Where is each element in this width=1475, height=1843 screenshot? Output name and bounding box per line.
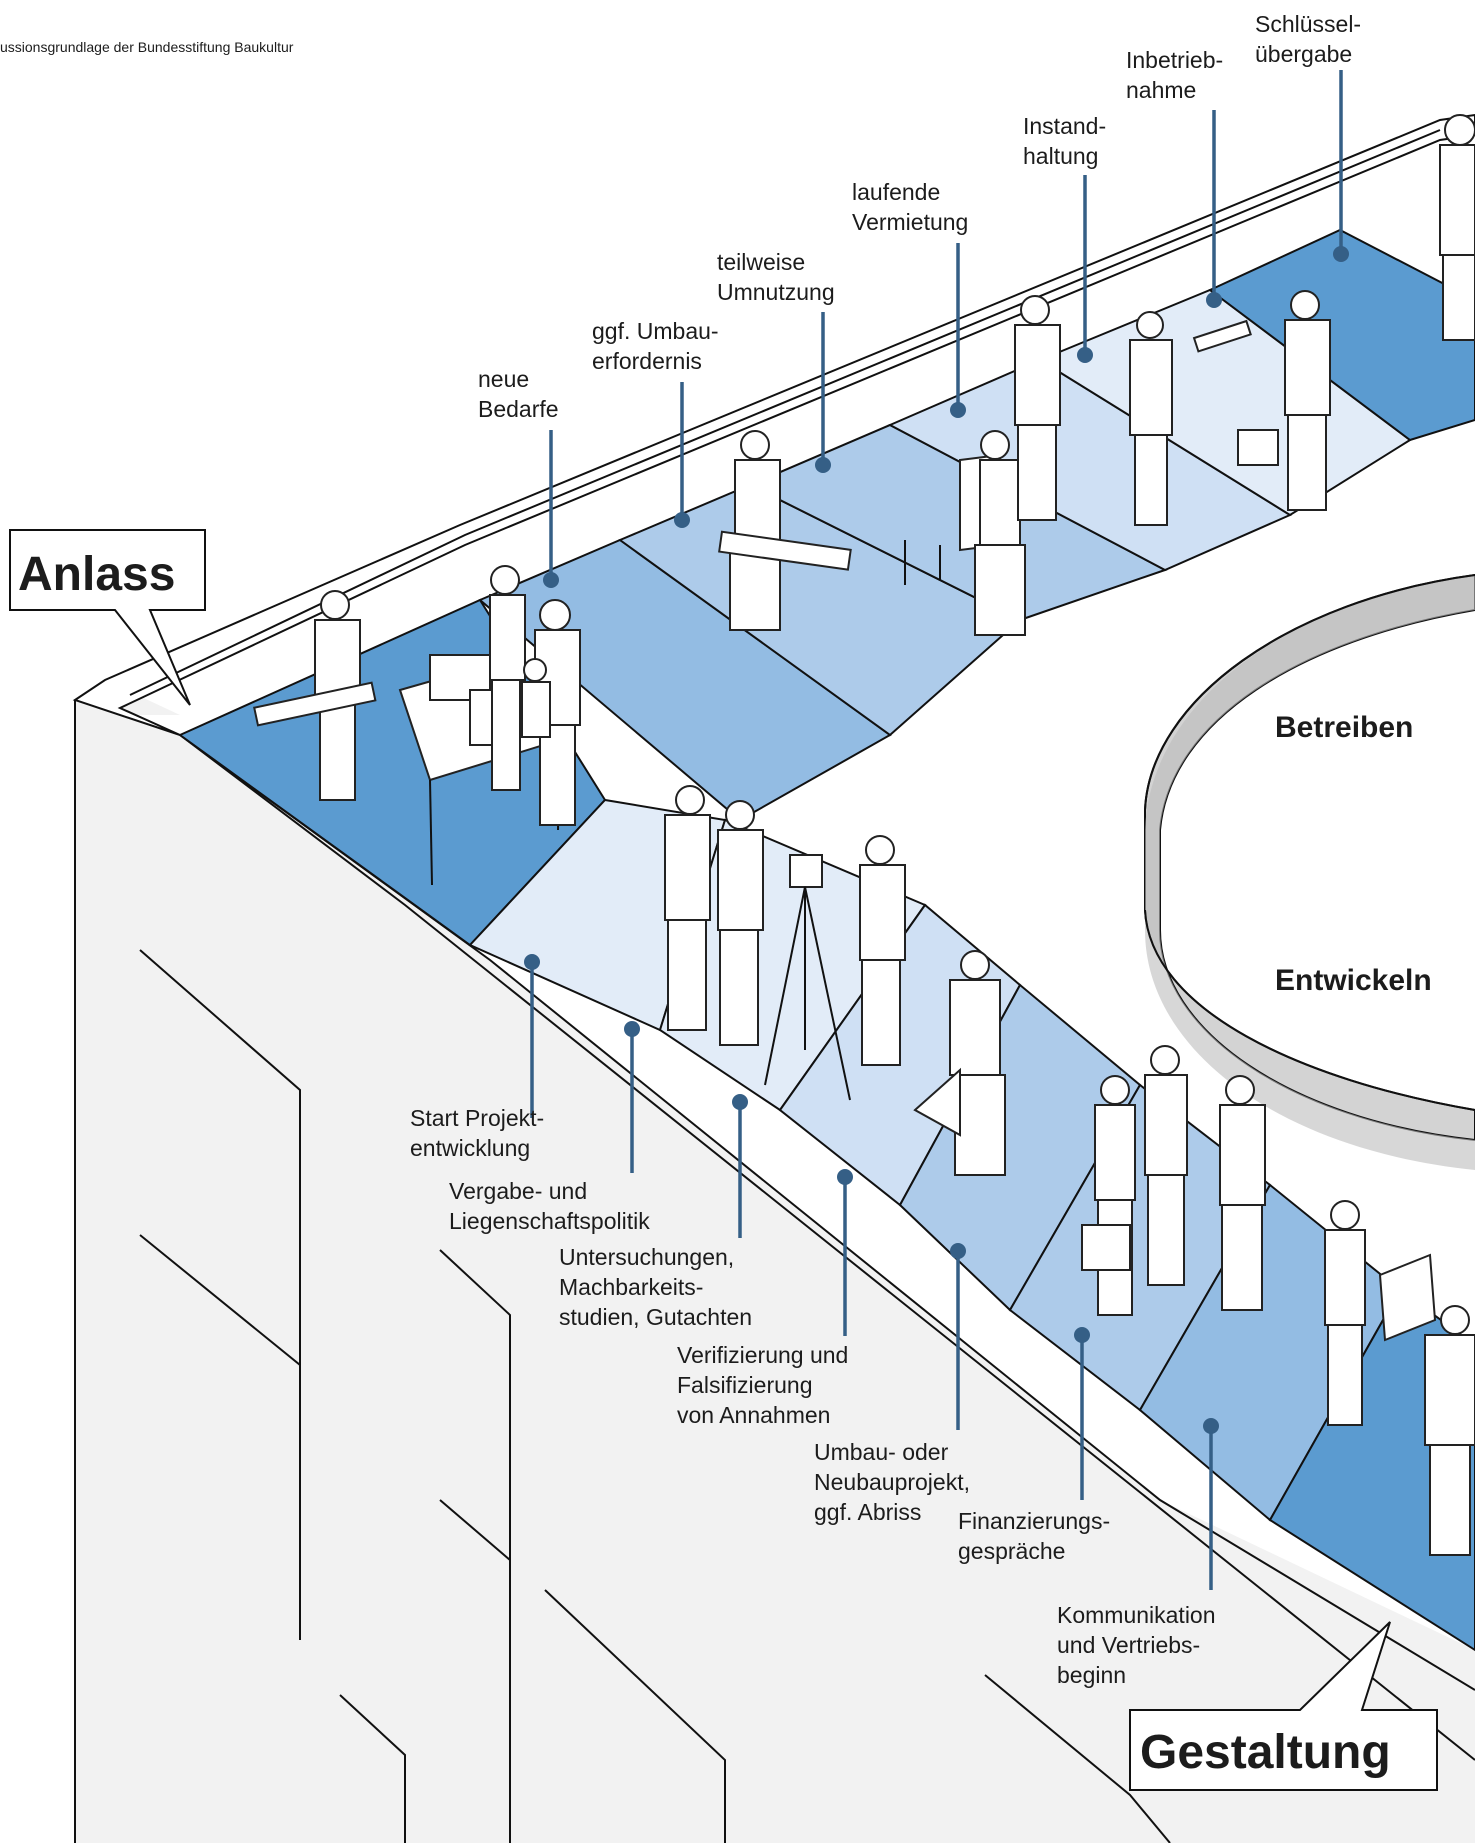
callout-end-text: Gestaltung	[1140, 1726, 1391, 1779]
upper-step-5: Instand-haltung	[1023, 113, 1106, 363]
step-label-line: Vergabe- und	[449, 1178, 587, 1204]
callout-start-text: Anlass	[18, 548, 175, 601]
step-label-line: gespräche	[958, 1538, 1065, 1564]
step-label-line: studien, Gutachten	[559, 1304, 752, 1330]
step-marker	[1077, 347, 1093, 363]
phase-lower-label: Entwickeln	[1275, 964, 1432, 997]
cycle-ring	[1144, 573, 1475, 1170]
step-marker	[524, 954, 540, 970]
step-label-line: nahme	[1126, 77, 1196, 103]
step-label-line: Liegenschaftspolitik	[449, 1208, 650, 1234]
step-label-line: Bedarfe	[478, 396, 559, 422]
step-label-line: übergabe	[1255, 41, 1352, 67]
figures	[253, 114, 1475, 1556]
lower-step-6: Finanzierungs-gespräche	[958, 1327, 1110, 1564]
step-label-line: Untersuchungen,	[559, 1244, 734, 1270]
step-label-line: Schlüssel-	[1255, 11, 1361, 37]
step-label-line: Verifizierung und	[677, 1342, 848, 1368]
upper-step-6: Inbetrieb-nahme	[1126, 47, 1223, 308]
upper-step-tiles	[178, 228, 1475, 947]
step-label-line: entwicklung	[410, 1135, 530, 1161]
step-label-line: teilweise	[717, 249, 805, 275]
step-marker	[950, 1243, 966, 1259]
step-label-line: Falsifizierung	[677, 1372, 813, 1398]
step-marker	[732, 1094, 748, 1110]
subtitle: ussionsgrundlage der Bundesstiftung Bauk…	[0, 39, 294, 55]
lower-step-1: Start Projekt-entwicklung	[410, 954, 544, 1161]
step-marker	[950, 402, 966, 418]
step-label-line: laufende	[852, 179, 940, 205]
step-label-line: ggf. Abriss	[814, 1499, 921, 1525]
step-label-line: Neubauprojekt,	[814, 1469, 970, 1495]
step-marker	[624, 1021, 640, 1037]
step-marker	[837, 1169, 853, 1185]
step-marker	[1074, 1327, 1090, 1343]
step-label-line: von Annahmen	[677, 1402, 830, 1428]
step-label-line: Machbarkeits-	[559, 1274, 703, 1300]
step-marker	[815, 457, 831, 473]
lower-step-7: Kommunikation und Vertriebs-beginn	[1057, 1418, 1219, 1688]
step-label-line: Instand-	[1023, 113, 1106, 139]
step-label-line: erfordernis	[592, 348, 702, 374]
step-label-line: neue	[478, 366, 529, 392]
lower-step-3: Untersuchungen, Machbarkeits-studien, Gut…	[559, 1094, 752, 1330]
step-marker	[1203, 1418, 1219, 1434]
step-label-line: haltung	[1023, 143, 1098, 169]
upper-step-7: Schlüssel-übergabe	[1255, 11, 1361, 262]
step-label-line: Umnutzung	[717, 279, 835, 305]
step-label-line: Vermietung	[852, 209, 968, 235]
step-marker	[1206, 292, 1222, 308]
step-label-line: Kommunikation	[1057, 1602, 1216, 1628]
callout-end: Gestaltung	[1129, 1621, 1438, 1791]
step-label-line: Finanzierungs-	[958, 1508, 1110, 1534]
step-label-line: Inbetrieb-	[1126, 47, 1223, 73]
step-label-line: und Vertriebs-	[1057, 1632, 1200, 1658]
step-label-line: Start Projekt-	[410, 1105, 544, 1131]
upper-step-2: ggf. Umbau-erfordernis	[592, 318, 719, 528]
step-label-line: Umbau- oder	[814, 1439, 949, 1465]
step-label-line: ggf. Umbau-	[592, 318, 719, 344]
step-marker	[674, 512, 690, 528]
step-label-line: beginn	[1057, 1662, 1126, 1688]
step-marker	[543, 572, 559, 588]
phase-upper-label: Betreiben	[1275, 711, 1413, 744]
callout-start: Anlass	[9, 529, 206, 706]
step-marker	[1333, 246, 1349, 262]
